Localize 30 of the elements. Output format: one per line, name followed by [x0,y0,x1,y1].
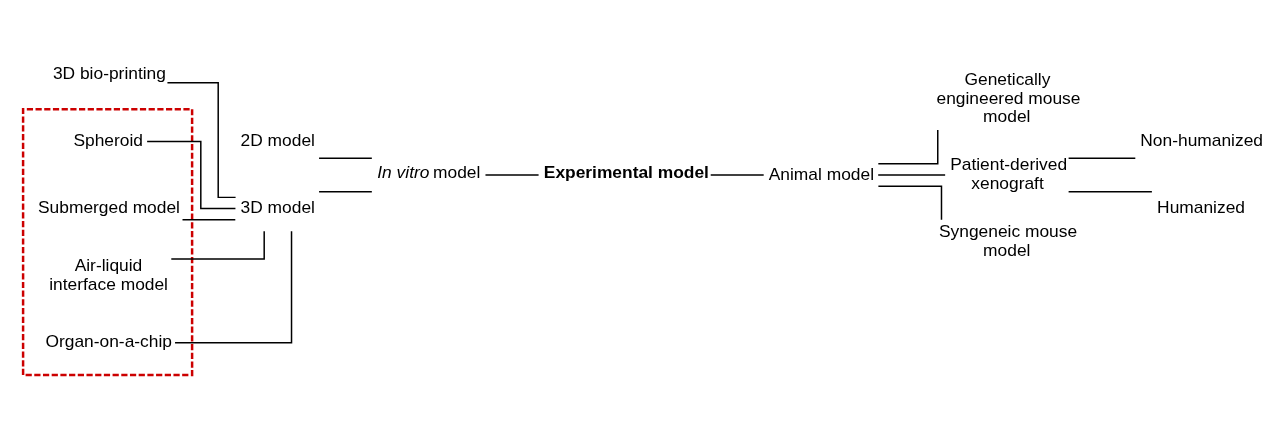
connector [166,82,237,199]
node-text: Animal model [768,163,875,184]
node-text: Spheroid [73,130,143,151]
connector [877,185,943,221]
connector [484,174,540,176]
connector [709,174,765,176]
node-text: 3D bio-printing [52,62,166,83]
connector [318,191,373,193]
connector [146,140,237,210]
node-text: In vitro model [377,162,481,183]
node-text: Non-humanized [1140,130,1263,151]
node-text: 2D model [240,130,315,151]
node-text: Submerged model [38,197,180,218]
connector [877,174,946,176]
connector [877,129,939,165]
node-text: Organ-on-a-chip [45,331,172,352]
node-text: 3D model [240,197,315,218]
connector [1067,191,1153,193]
cluster [21,107,194,377]
connector [170,230,265,260]
node-text: Humanized [1157,197,1245,218]
connector [181,219,237,221]
node-text: Air-liquid interface model [49,254,168,294]
node-text: Experimental model [543,162,709,183]
node-text: Patient-derived xenograft [950,154,1068,193]
connector [1067,157,1137,159]
node-text: Genetically engineered mouse model [936,69,1081,127]
connector [174,230,293,344]
connector [318,157,373,159]
node-text: Syngeneic mouse model [939,221,1078,261]
